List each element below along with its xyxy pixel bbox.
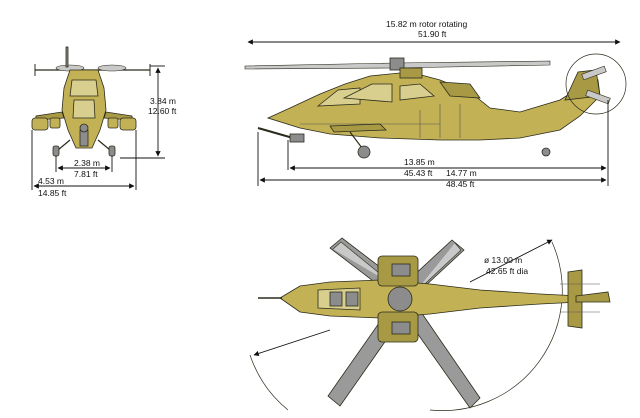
side-length-dimensions: 13.85 m 45.43 ft 14.77 m 48.45 ft [257,100,609,189]
front-view: 3.84 m 12.60 ft 2.38 m 7.81 ft 4.53 m 14… [31,46,177,198]
side-length-m-label-2: 14.77 m [446,168,477,178]
front-stub-wings [31,111,137,131]
side-gun-and-gear [257,123,387,159]
top-fuselage [258,255,611,343]
side-rotor-m-label: 15.82 m rotor rotating [386,19,468,29]
side-tail-rotor [541,53,627,157]
front-span-dimension: 4.53 m 14.85 ft [31,130,137,198]
side-length-ft-label-1: 45.43 ft [404,168,433,178]
front-fuselage [61,69,107,149]
front-landing-gear [52,139,116,157]
front-height-dimension: 3.84 m 12.60 ft [120,65,177,159]
front-span-ft-label: 14.85 ft [38,188,67,198]
top-view: ø 13.00 m 42.65 ft dia [249,237,611,411]
top-rotor-dia-m-label: ø 13.00 m [484,255,522,265]
front-track-m-label: 2.38 m [74,158,100,168]
side-rotor-ft-label: 51.90 ft [418,29,447,39]
side-fuselage [266,67,601,141]
side-rotor-dimension: 15.82 m rotor rotating 51.90 ft [247,19,621,45]
side-length-ft-label-2: 48.45 ft [446,179,475,189]
front-span-m-label: 4.53 m [38,176,64,186]
side-length-m-label-1: 13.85 m [404,157,435,167]
top-rotor-dia-ft-label: 42.65 ft dia [486,266,528,276]
front-height-m-label: 3.84 m [150,96,176,106]
front-track-dimension: 2.38 m 7.81 ft [55,156,113,179]
front-height-ft-label: 12.60 ft [148,106,177,116]
front-track-ft-label: 7.81 ft [74,169,98,179]
top-rotor-disc: ø 13.00 m 42.65 ft dia [249,239,563,411]
side-main-rotor [244,57,551,71]
side-view: 15.82 m rotor rotating 51.90 ft [244,19,627,189]
